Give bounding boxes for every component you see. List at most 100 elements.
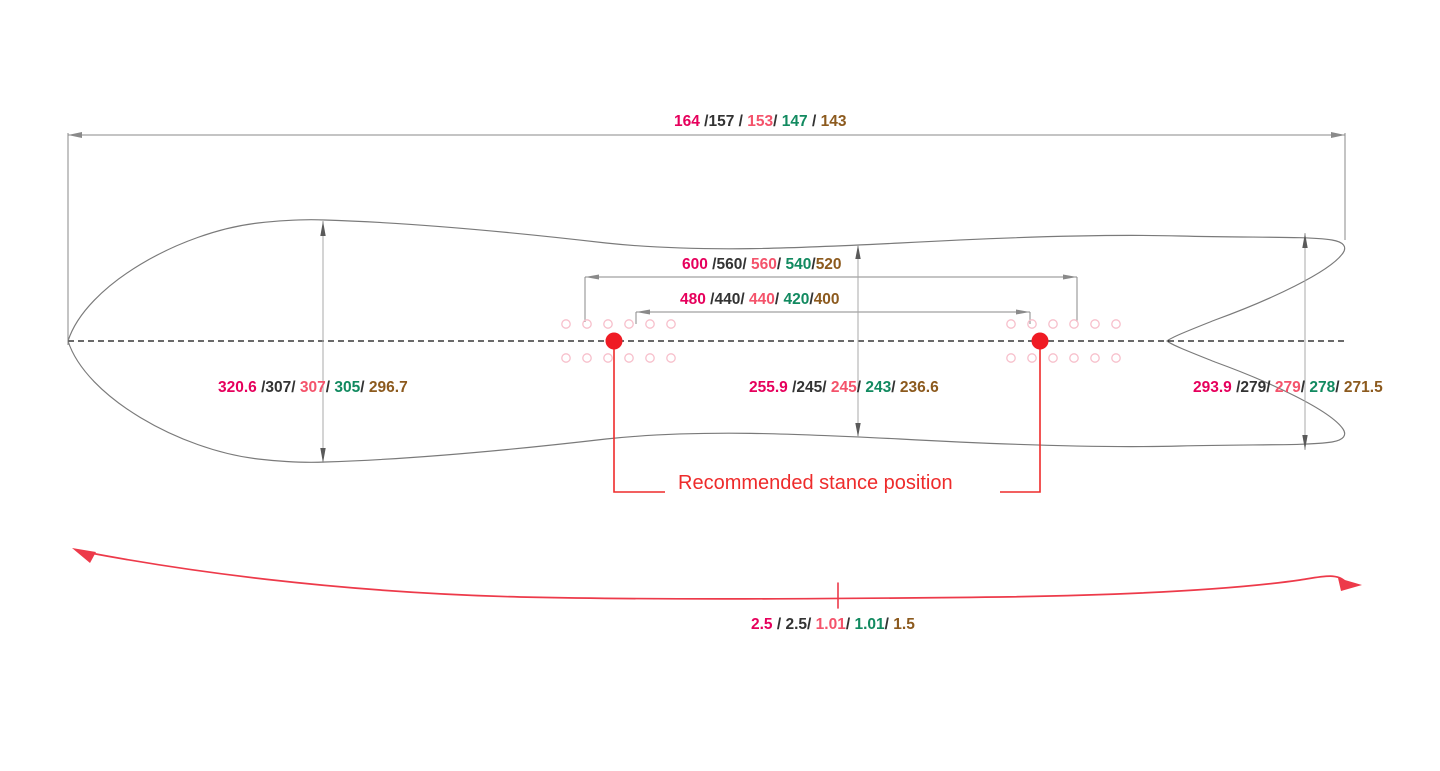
overall-length-value-3: 153 (747, 113, 774, 130)
tail-width-value-3: 279 (1274, 379, 1301, 396)
insert-hole (582, 319, 592, 329)
waist-width-arrow-bottom (855, 423, 861, 437)
overall-length-label: 164 /157 / 153/ 147 / 143 (674, 113, 847, 130)
nose-width-dimension (320, 221, 326, 463)
camber-value-3: 1.01 (815, 616, 846, 633)
overall-length-dimension (67, 132, 1346, 345)
insert-hole (603, 319, 613, 329)
waist-width-arrow-top (855, 245, 861, 259)
stance-span-value-4: 420 (783, 291, 810, 308)
effective-arrowhead-right (1063, 274, 1077, 280)
nose-width-arrow-bottom (320, 448, 326, 463)
board-outline-bottom (67, 340, 1346, 463)
stance-leader-front (613, 341, 665, 493)
waist-width-label: 255.9 /245/ 245/ 243/ 236.6 (749, 379, 939, 396)
nose-width-value-5: 296.7 (368, 379, 408, 396)
nose-width-value-4: 305 (334, 379, 361, 396)
camber-value-4: 1.01 (854, 616, 885, 633)
effective-edge-value-4: 540 (785, 256, 812, 273)
insert-hole (561, 353, 571, 363)
camber-height-label: 2.5 / 2.5/ 1.01/ 1.01/ 1.5 (751, 616, 915, 633)
tail-width-dimension (1302, 233, 1308, 450)
tail-width-label: 293.9 /279/ 279/ 278/ 271.5 (1193, 379, 1383, 396)
insert-hole (1069, 319, 1079, 329)
insert-hole (645, 353, 655, 363)
nose-width-value-2: 307 (265, 379, 292, 396)
nose-width-value-1: 320.6 (218, 379, 257, 396)
stance-arrowhead-left (636, 309, 650, 315)
stance-marker-front-dot (605, 332, 623, 350)
waist-width-value-1: 255.9 (749, 379, 788, 396)
waist-width-value-4: 243 (865, 379, 892, 396)
insert-hole (1090, 319, 1100, 329)
tail-width-arrow-bottom (1302, 435, 1308, 450)
tail-width-value-4: 278 (1309, 379, 1336, 396)
stance-markers (605, 332, 1049, 350)
stance-arrowhead-right (1016, 309, 1030, 315)
insert-hole (1048, 319, 1058, 329)
camber-value-5: 1.5 (893, 616, 915, 633)
stance-span-value-3: 440 (749, 291, 775, 308)
insert-hole (582, 353, 592, 363)
stance-marker-rear-dot (1031, 332, 1049, 350)
stance-span-dimension (635, 309, 1031, 324)
tail-width-arrow-top (1302, 233, 1308, 248)
insert-hole (1048, 353, 1058, 363)
insert-hole (666, 319, 676, 329)
front-insert-pack (561, 319, 676, 363)
camber-arrowhead-right (1338, 578, 1362, 591)
waist-width-value-5: 236.6 (899, 379, 939, 396)
insert-hole (1006, 319, 1016, 329)
nose-width-arrow-top (320, 221, 326, 236)
insert-hole (1090, 353, 1100, 363)
camber-profile (72, 548, 1362, 609)
insert-hole (603, 353, 613, 363)
insert-hole (561, 319, 571, 329)
insert-hole (1027, 319, 1037, 329)
nose-width-value-3: 307 (299, 379, 326, 396)
insert-hole (1027, 353, 1037, 363)
insert-hole (1111, 353, 1121, 363)
overall-length-value-4: 147 (781, 113, 808, 130)
effective-arrowhead-left (585, 274, 599, 280)
recommended-stance-position-label: Recommended stance position (678, 472, 953, 494)
effective-edge-value-3: 560 (751, 256, 777, 273)
insert-hole (666, 353, 676, 363)
waist-width-value-2: 245 (796, 379, 823, 396)
board-outline-top (67, 219, 1346, 342)
overall-length-value-5: 143 (820, 113, 847, 130)
overall-arrowhead-left (68, 132, 82, 138)
waist-width-value-3: 245 (830, 379, 857, 396)
stance-span-value-5: 400 (813, 291, 840, 308)
stance-leader-rear (1000, 341, 1041, 493)
stance-span-value-1: 480 (680, 291, 706, 308)
overall-arrowhead-right (1331, 132, 1345, 138)
insert-hole (1006, 353, 1016, 363)
insert-hole (624, 353, 634, 363)
insert-hole (1111, 319, 1121, 329)
overall-length-value-1: 164 (674, 113, 700, 130)
effective-edge-value-2: 560 (716, 256, 743, 273)
stance-span-value-2: 440 (714, 291, 741, 308)
insert-hole (645, 319, 655, 329)
nose-width-label: 320.6 /307/ 307/ 305/ 296.7 (218, 379, 408, 396)
camber-profile-curve (84, 551, 1349, 600)
effective-edge-dimension (584, 274, 1078, 322)
stance-leaders (613, 341, 1041, 493)
rear-insert-pack (1006, 319, 1121, 363)
camber-value-2: 2.5 (785, 616, 808, 633)
tail-width-value-5: 271.5 (1343, 379, 1383, 396)
effective-edge-value-5: 520 (815, 256, 842, 273)
effective-edge-label: 600 /560/ 560/ 540/520 (682, 256, 842, 273)
insert-hole (1069, 353, 1079, 363)
stance-span-label: 480 /440/ 440/ 420/400 (680, 291, 840, 308)
board-outline (67, 219, 1346, 463)
effective-edge-value-1: 600 (682, 256, 708, 273)
tail-width-value-2: 279 (1240, 379, 1267, 396)
insert-hole (624, 319, 634, 329)
overall-length-value-2: 157 (708, 113, 735, 130)
camber-value-1: 2.5 (751, 616, 773, 633)
camber-arrowhead-left (72, 548, 96, 563)
